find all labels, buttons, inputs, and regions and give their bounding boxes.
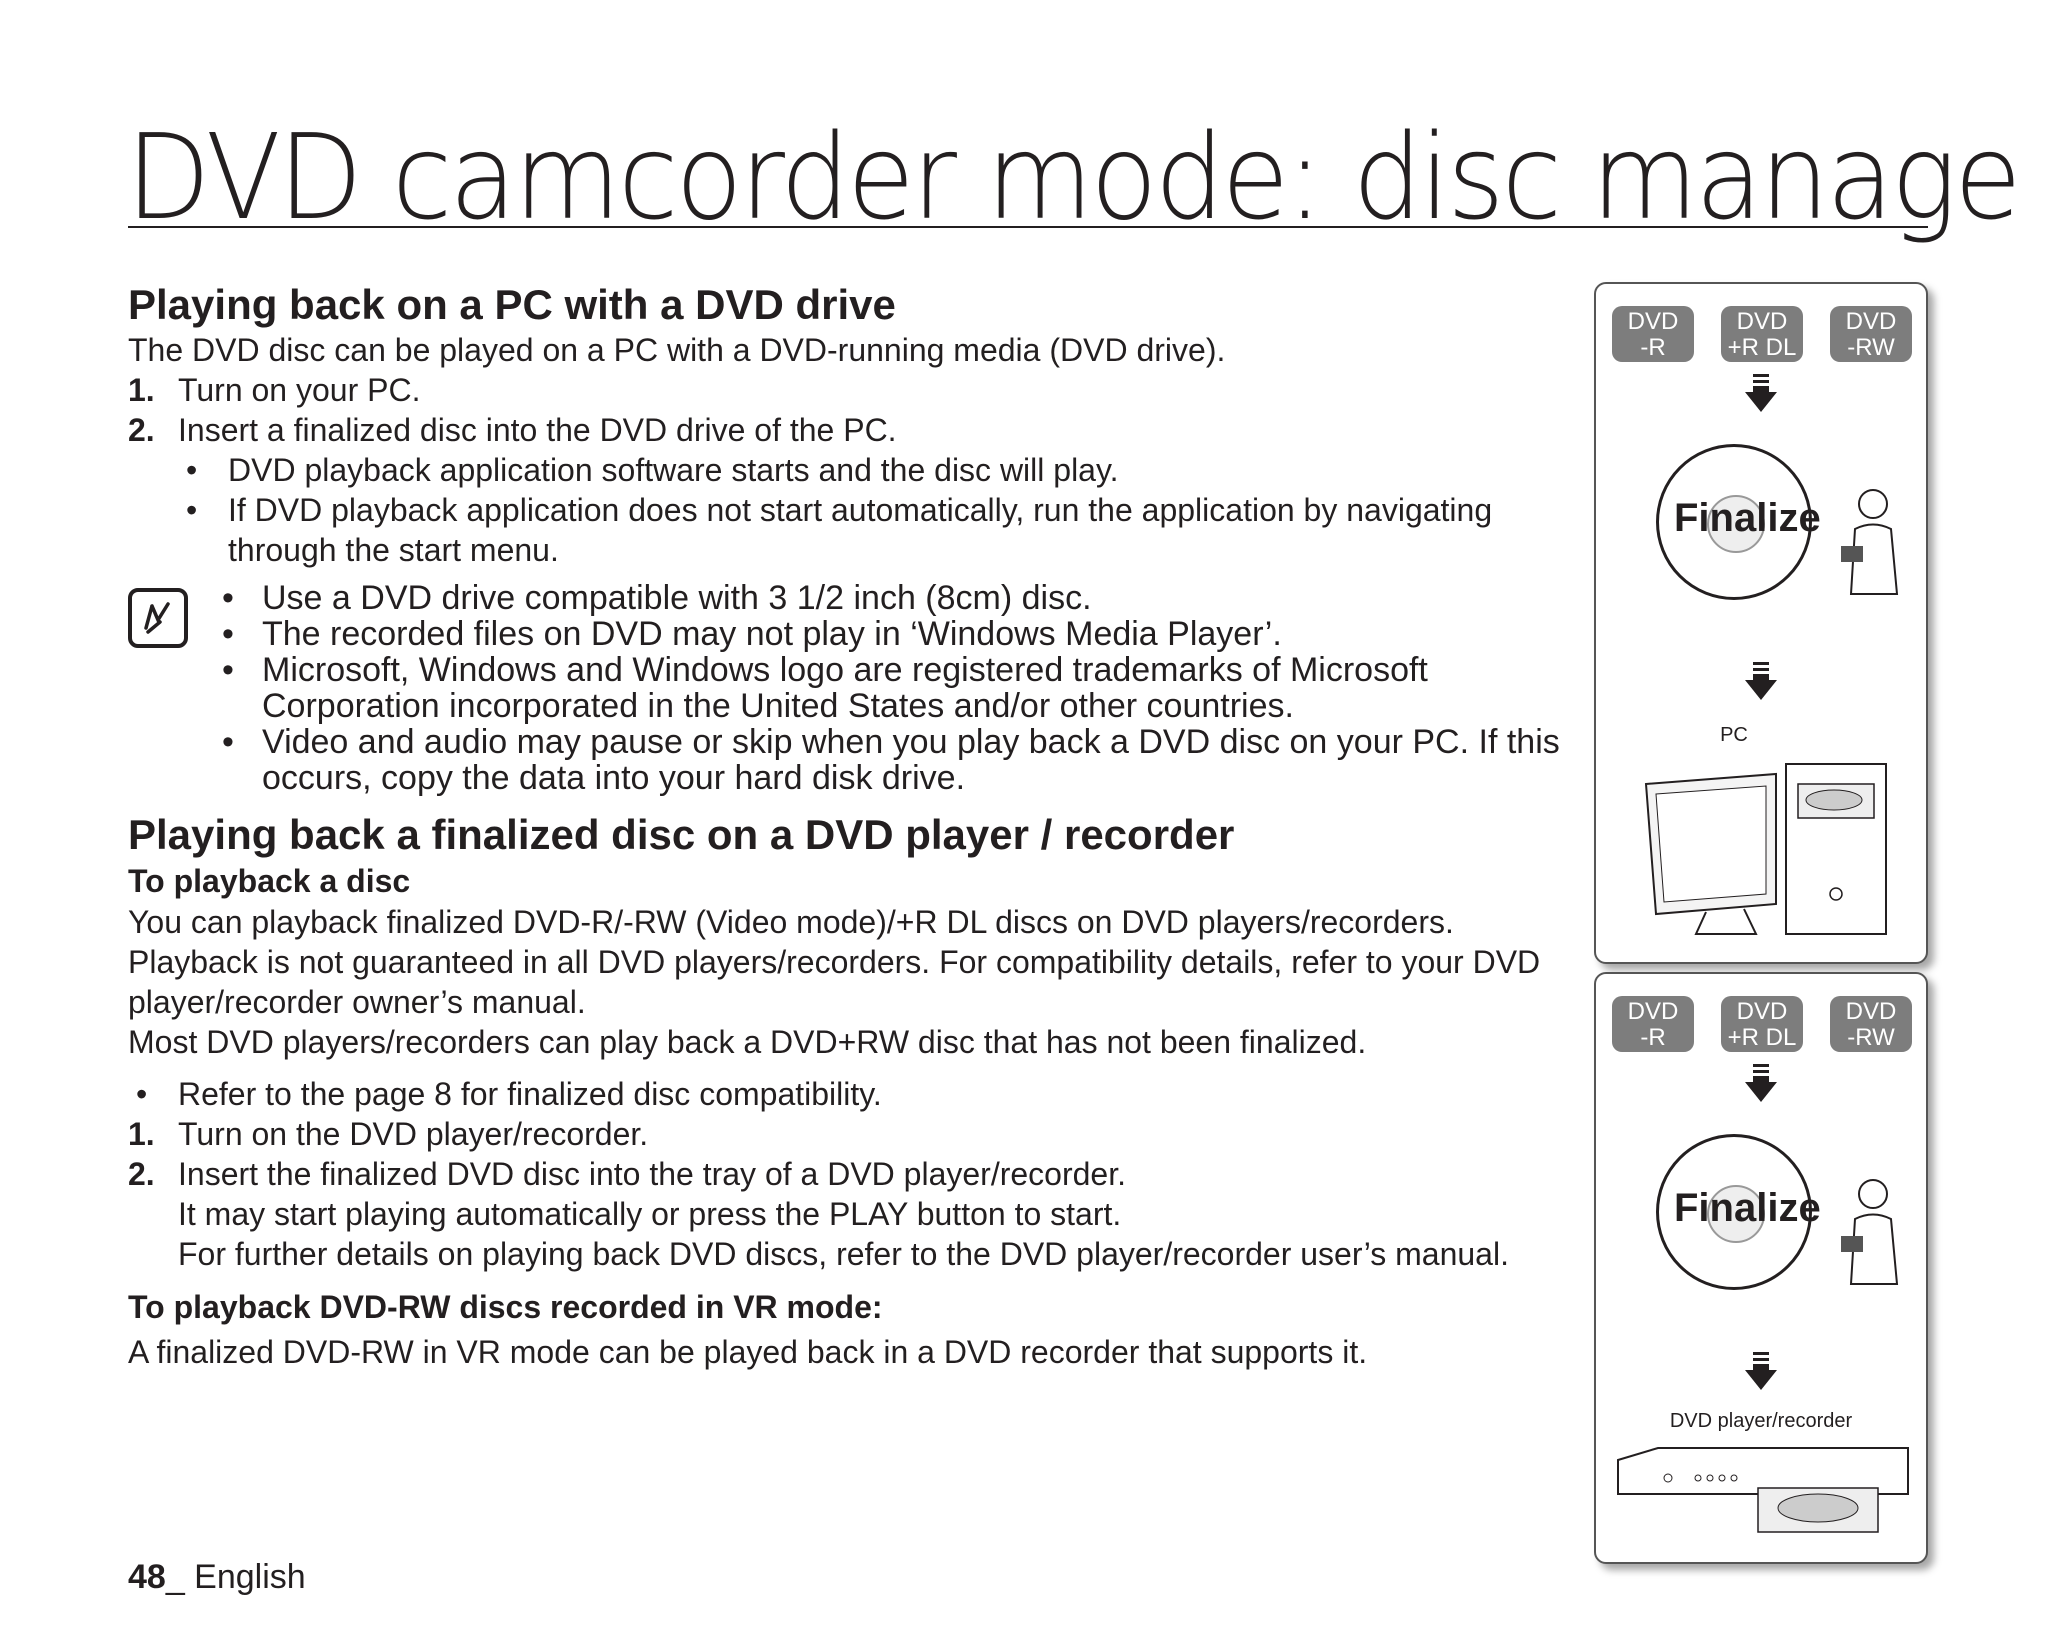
down-arrow-icon [1745,1352,1777,1390]
section2-paragraph: You can playback finalized DVD-R/-RW (Vi… [128,904,1541,1020]
main-content: Playing back on a PC with a DVD drive Th… [128,280,1568,1372]
step-continuation: For further details on playing back DVD … [178,1236,1509,1272]
bullet-dot: • [136,1076,148,1112]
note-text: The recorded files on DVD may not play i… [262,615,1282,653]
pc-playback-diagram: DVD-R DVD+R DL DVD-RW Finalize PC [1594,282,1928,964]
list-item: • Microsoft, Windows and Windows logo ar… [214,652,1568,724]
player-playback-diagram: DVD-R DVD+R DL DVD-RW Finalize DVD playe… [1594,972,1928,1564]
badge-dvd-rw: DVD-RW [1830,306,1912,362]
finalize-label: Finalize [1674,1186,1821,1230]
section2-bullets: • Refer to the page 8 for finalized disc… [128,1074,1568,1114]
section2-steps: 1. Turn on the DVD player/recorder. 2. I… [128,1114,1568,1194]
step-number: 1. [128,1116,155,1152]
subheading-playback-disc: To playback a disc [128,863,411,899]
bullet-dot: • [186,492,198,528]
person-camcorder-icon [1841,489,1899,595]
list-item: • Refer to the page 8 for finalized disc… [128,1074,1568,1114]
bullet-dot: • [222,615,234,653]
step-text: Turn on the DVD player/recorder. [178,1116,649,1152]
page-footer: 48_ English [128,1558,306,1597]
step-text: Insert a finalized disc into the DVD dri… [178,412,897,448]
pc-label: PC [1720,724,1748,746]
note-text: Use a DVD drive compatible with 3 1/2 in… [262,579,1092,617]
step-number: 2. [128,1156,155,1192]
bullet-text: Refer to the page 8 for finalized disc c… [178,1076,882,1112]
disc-icon [1656,444,1812,600]
page-title: DVD camcorder mode: disc manage [126,108,2022,246]
section2-paragraph: Most DVD players/recorders can play back… [128,1024,1367,1060]
page-number: 48 [128,1558,166,1596]
down-arrow-icon [1745,662,1777,700]
disc-icon [1656,1134,1812,1290]
step-number: 2. [128,412,155,448]
person-camcorder-icon [1841,1179,1899,1285]
list-item: 2. Insert the finalized DVD disc into th… [128,1154,1568,1194]
note-text: Video and audio may pause or skip when y… [262,723,1560,797]
list-item: • DVD playback application software star… [128,450,1568,490]
down-arrow-icon [1745,374,1777,412]
list-item: • Video and audio may pause or skip when… [214,724,1568,796]
notes-list: • Use a DVD drive compatible with 3 1/2 … [214,580,1568,796]
note-pencil-icon [128,588,188,648]
down-arrow-icon [1745,1064,1777,1102]
section1-intro: The DVD disc can be played on a PC with … [128,332,1226,368]
disc-type-badges: DVD-R DVD+R DL DVD-RW [1612,996,1912,1052]
bullet-text: DVD playback application software starts… [228,452,1119,488]
disc-type-badges: DVD-R DVD+R DL DVD-RW [1612,306,1912,362]
title-rule [128,226,1928,228]
list-item: 1. Turn on the DVD player/recorder. [128,1114,1568,1154]
badge-dvd-rdl: DVD+R DL [1721,306,1803,362]
section1-heading: Playing back on a PC with a DVD drive [128,281,896,328]
bullet-text: If DVD playback application does not sta… [228,492,1493,568]
list-item: • The recorded files on DVD may not play… [214,616,1568,652]
step-text: Insert the finalized DVD disc into the t… [178,1156,1126,1192]
section1-bullets: • DVD playback application software star… [128,450,1568,570]
badge-dvd-r: DVD-R [1612,996,1694,1052]
badge-dvd-r: DVD-R [1612,306,1694,362]
note-text: Microsoft, Windows and Windows logo are … [262,651,1428,725]
bullet-dot: • [222,579,234,617]
step-number: 1. [128,372,155,408]
step-text: Turn on your PC. [178,372,421,408]
note-block: • Use a DVD drive compatible with 3 1/2 … [128,580,1568,796]
section2-heading: Playing back a finalized disc on a DVD p… [128,811,1235,858]
finalize-label: Finalize [1674,496,1821,540]
vr-mode-text: A finalized DVD-RW in VR mode can be pla… [128,1334,1368,1370]
list-item: 1. Turn on your PC. [128,370,1568,410]
badge-dvd-rw: DVD-RW [1830,996,1912,1052]
language-label: _ English [165,1558,306,1596]
dvd-player-icon [1617,1447,1909,1533]
step-continuation: It may start playing automatically or pr… [178,1196,1122,1232]
badge-dvd-rdl: DVD+R DL [1721,996,1803,1052]
bullet-dot: • [186,452,198,488]
list-item: • If DVD playback application does not s… [128,490,1568,570]
bullet-dot: • [222,723,234,761]
list-item: 2. Insert a finalized disc into the DVD … [128,410,1568,450]
player-label: DVD player/recorder [1669,1410,1853,1432]
section1-steps: 1. Turn on your PC. 2. Insert a finalize… [128,370,1568,450]
pc-computer-icon [1644,763,1887,935]
bullet-dot: • [222,651,234,689]
subheading-vr-mode: To playback DVD-RW discs recorded in VR … [128,1289,883,1325]
list-item: • Use a DVD drive compatible with 3 1/2 … [214,580,1568,616]
